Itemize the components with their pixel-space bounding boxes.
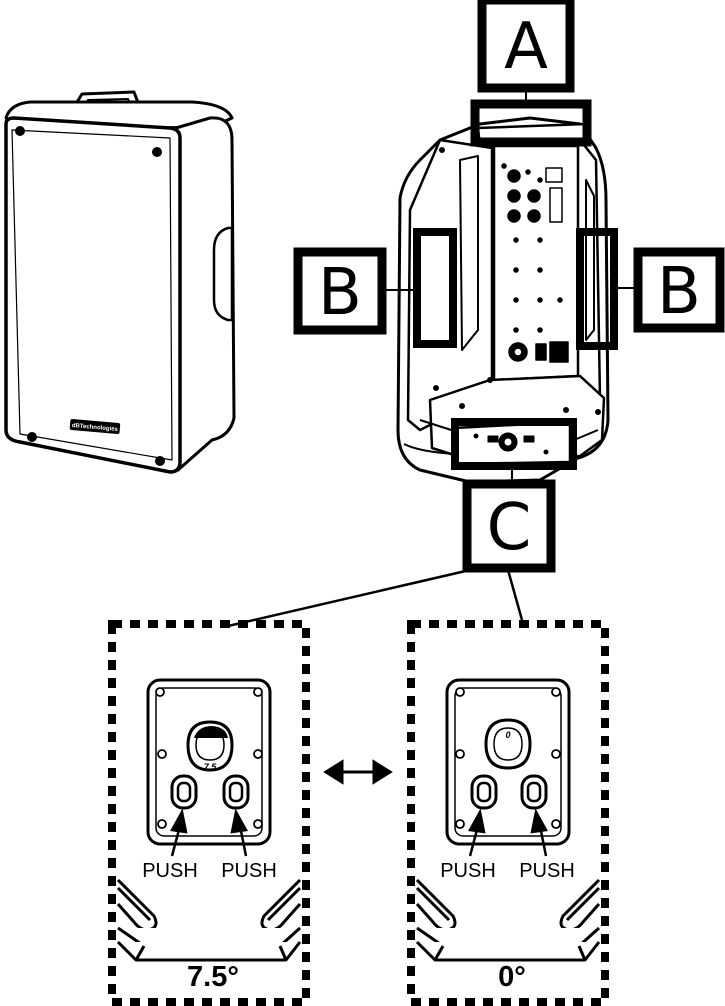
push-arrow-icon bbox=[468, 808, 486, 857]
push-button-right[interactable] bbox=[222, 774, 250, 810]
callout-b-right-highlight bbox=[576, 228, 618, 350]
speaker-base-profile bbox=[415, 878, 601, 962]
callout-a-letter: A bbox=[504, 10, 548, 84]
tilt-dial-icon bbox=[484, 718, 532, 770]
leader-line-left bbox=[227, 568, 471, 628]
callout-b-right: B bbox=[576, 228, 725, 350]
tilt-dial-mark: 7.5 bbox=[204, 762, 218, 772]
detail-panel-flat: 0 PUSH PUSH 0° bbox=[407, 620, 609, 1006]
push-label-right: PUSH bbox=[221, 860, 277, 882]
push-label-left: PUSH bbox=[440, 860, 496, 882]
push-button-left[interactable] bbox=[170, 774, 198, 810]
push-arrow-icon bbox=[230, 808, 248, 857]
push-arrow-icon bbox=[530, 808, 548, 857]
front-screw bbox=[155, 456, 165, 466]
callout-c: C bbox=[227, 418, 577, 628]
front-logo-text: dBTechnologies bbox=[72, 423, 119, 433]
callout-a-highlight bbox=[470, 99, 592, 147]
speaker-base-profile bbox=[116, 878, 302, 962]
push-button-left[interactable] bbox=[470, 774, 498, 810]
tilt-dial-icon bbox=[186, 720, 234, 772]
front-logo-badge: dBTechnologies bbox=[69, 419, 121, 434]
detail-panel-tilt: 7.5 PUSH PUSH 7.5° bbox=[108, 620, 310, 1006]
push-arrow-icon bbox=[170, 808, 188, 857]
callout-a: A bbox=[470, 0, 592, 147]
callout-c-letter: C bbox=[487, 491, 532, 565]
front-screw bbox=[152, 147, 162, 157]
front-screw bbox=[15, 126, 25, 136]
push-label-left: PUSH bbox=[142, 860, 198, 882]
front-screw bbox=[27, 432, 37, 442]
push-button-right[interactable] bbox=[520, 774, 548, 810]
double-arrow-icon bbox=[323, 759, 393, 785]
callout-c-highlight bbox=[451, 418, 577, 470]
callout-b-right-letter: B bbox=[657, 255, 701, 329]
push-label-right: PUSH bbox=[519, 860, 575, 882]
angle-caption-flat: 0° bbox=[498, 961, 526, 993]
angle-caption-tilt: 7.5° bbox=[187, 961, 239, 993]
tilt-dial-mark: 0 bbox=[505, 730, 510, 740]
callout-b-left-highlight bbox=[413, 228, 457, 348]
callout-b-left: B bbox=[293, 228, 457, 348]
speaker-front-view bbox=[4, 90, 236, 474]
callout-b-left-letter: B bbox=[318, 256, 362, 330]
leader-line-right bbox=[506, 569, 524, 621]
